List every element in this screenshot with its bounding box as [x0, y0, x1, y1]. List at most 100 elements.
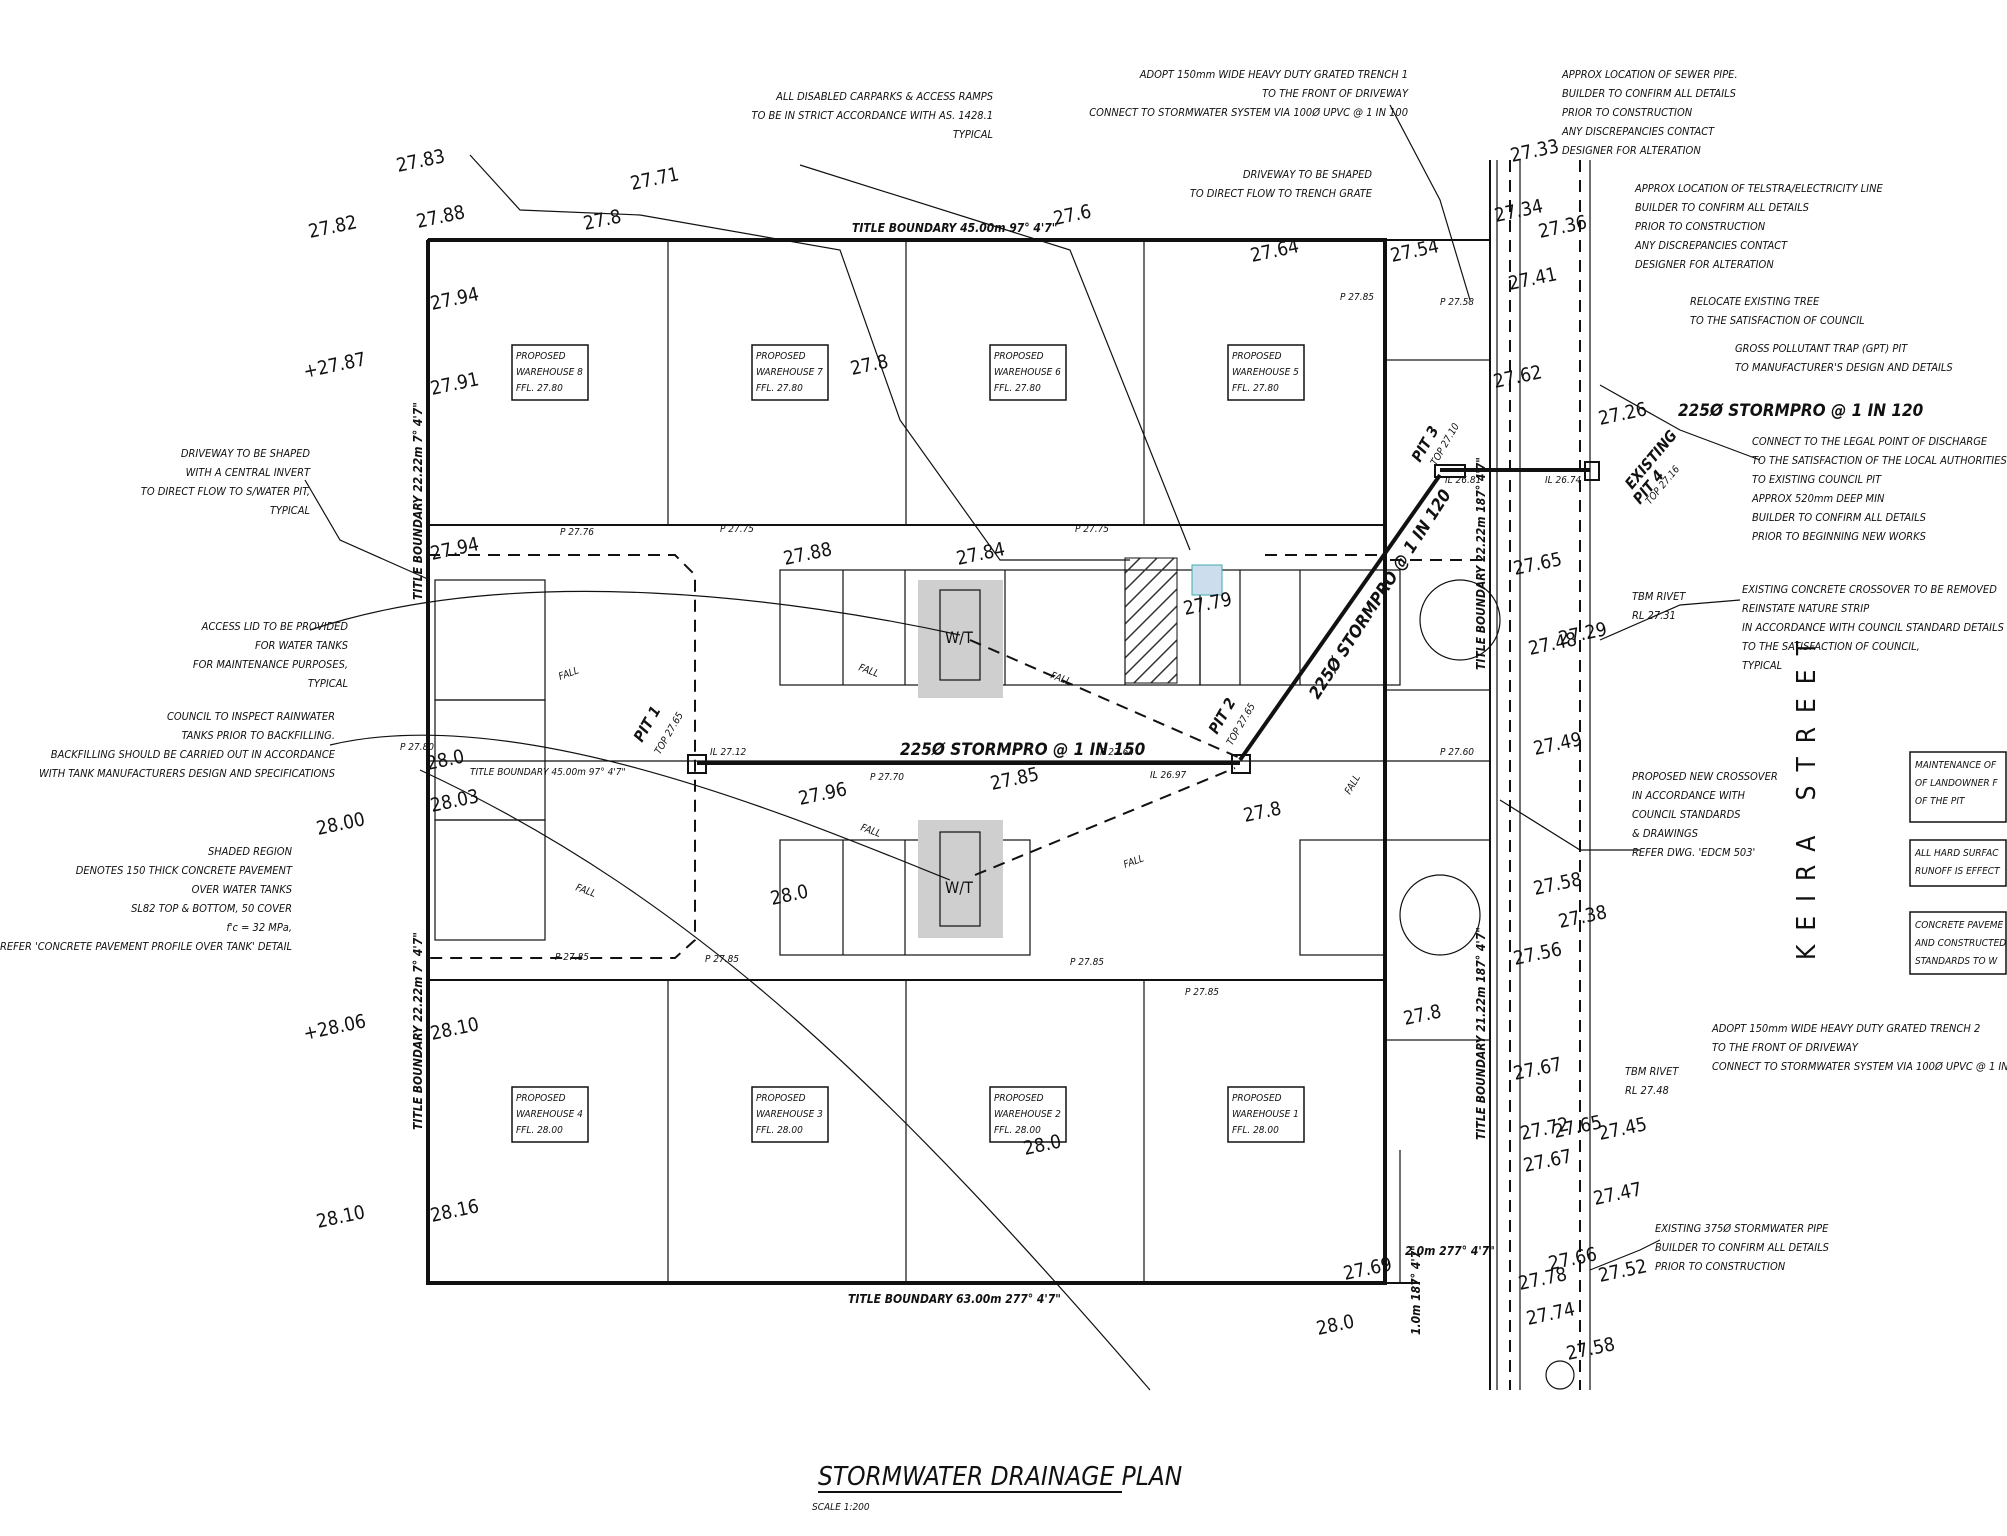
annotation-note: BACKFILLING SHOULD BE CARRIED OUT IN ACC… — [51, 748, 336, 761]
spot-level: 27.65 — [1511, 548, 1563, 580]
annotation-note: BUILDER TO CONFIRM ALL DETAILS — [1655, 1241, 1829, 1254]
invert-label: IL 26.81 — [1445, 475, 1481, 486]
notes-right: APPROX LOCATION OF SEWER PIPE.BUILDER TO… — [1561, 68, 2007, 1273]
spot-level: 27.8 — [581, 205, 623, 234]
spot-level: 27.8 — [1241, 797, 1283, 826]
warehouse-label-line: PROPOSED — [994, 1093, 1044, 1104]
warehouse-label-line: WAREHOUSE 6 — [994, 367, 1061, 378]
invert-label: IL 26.97 — [1150, 770, 1187, 781]
annotation-note: f'c = 32 MPa, — [226, 921, 292, 934]
note-box-line: CONCRETE PAVEME — [1915, 920, 2004, 931]
warehouse-label-box — [1227, 344, 1305, 401]
annotation-note: DENOTES 150 THICK CONCRETE PAVEMENT — [76, 864, 293, 877]
annotation-note: TYPICAL — [953, 128, 993, 141]
water-tank-label-upper: W/T — [945, 628, 973, 647]
note-box-line: RUNOFF IS EFFECT — [1915, 866, 2001, 877]
carpark-bays — [434, 557, 1401, 956]
note-box — [1909, 911, 2007, 975]
annotation-note: ADOPT 150mm WIDE HEAVY DUTY GRATED TRENC… — [1711, 1022, 1980, 1035]
annotation-note: WITH TANK MANUFACTURERS DESIGN AND SPECI… — [39, 767, 335, 780]
warehouse-label-line: WAREHOUSE 8 — [516, 367, 583, 378]
spot-level: 27.67 — [1511, 1053, 1563, 1085]
warehouse-label-line: PROPOSED — [994, 351, 1044, 362]
spot-level: 27.6 — [1051, 200, 1093, 229]
annotation-note: DRIVEWAY TO BE SHAPED — [1243, 168, 1372, 181]
spot-level: 27.8 — [1401, 1000, 1443, 1029]
warehouse-label-line: WAREHOUSE 4 — [516, 1109, 583, 1120]
pavement-level: P 27.85 — [1185, 987, 1219, 998]
annotation-note: OVER WATER TANKS — [192, 883, 292, 896]
boundary-right-upper-label: TITLE BOUNDARY 22.22m 187° 4'7" — [1474, 457, 1488, 670]
plan-scale: SCALE 1:200 — [812, 1502, 870, 1513]
spot-level: 27.96 — [796, 778, 848, 810]
warehouse-label-box — [1227, 1086, 1305, 1143]
spot-level: 27.82 — [306, 211, 358, 243]
warehouse-label-line: FFL. 27.80 — [994, 383, 1041, 394]
fall-label: FALL — [1122, 853, 1145, 870]
plan-title: STORMWATER DRAINAGE PLAN — [818, 1462, 1182, 1492]
invert-labels: IL 27.12 IL 26.97 IL 26.81 IL 26.74 P 27… — [400, 292, 1582, 998]
annotation-note: REINSTATE NATURE STRIP — [1742, 602, 1869, 615]
street-verge — [1384, 160, 1591, 1390]
warehouse-label-line: FFL. 28.00 — [756, 1125, 803, 1136]
warehouse-label-line: FFL. 28.00 — [994, 1125, 1041, 1136]
spot-levels: 27.83 27.71 27.82 27.88 27.8 27.6 27.64 … — [301, 135, 1648, 1365]
annotation-note: DRIVEWAY TO BE SHAPED — [181, 447, 310, 460]
spot-level: 28.0 — [768, 880, 810, 909]
spot-level: 27.56 — [1511, 938, 1563, 970]
annotation-note: GROSS POLLUTANT TRAP (GPT) PIT — [1735, 342, 1908, 355]
note-box-line: MAINTENANCE OF — [1915, 760, 1997, 771]
boundary-left-upper-label: TITLE BOUNDARY 22.22m 7° 4'7" — [411, 402, 425, 600]
fall-label: FALL — [574, 882, 597, 899]
note-box — [1909, 751, 2007, 823]
spot-level: 27.74 — [1524, 1298, 1576, 1330]
note-box-line: OF LANDOWNER F — [1915, 778, 1998, 789]
annotation-note: APPROX LOCATION OF TELSTRA/ELECTRICITY L… — [1634, 182, 1884, 195]
boundary-small-vertical-label: 1.0m 187° 4'7" — [1409, 1245, 1423, 1335]
warehouse-label-line: WAREHOUSE 7 — [756, 367, 823, 378]
pavement-level: P 27.70 — [870, 772, 904, 783]
pavement-level: P 27.64 — [1100, 747, 1134, 758]
spot-level: 27.52 — [1596, 1255, 1648, 1287]
water-tank-upper — [918, 580, 1003, 698]
warehouse-label-line: PROPOSED — [516, 351, 566, 362]
annotation-note: PRIOR TO BEGINNING NEW WORKS — [1752, 530, 1926, 543]
water-tank-label-lower: W/T — [945, 878, 973, 897]
water-tank-lower — [918, 820, 1003, 938]
fall-label: FALL — [857, 662, 880, 679]
annotation-note: DESIGNER FOR ALTERATION — [1562, 144, 1701, 157]
annotation-note: IN ACCORDANCE WITH — [1632, 789, 1746, 802]
spot-level: 27.29 — [1556, 618, 1608, 650]
annotation-note: COUNCIL TO INSPECT RAINWATER — [167, 710, 335, 723]
annotation-note: BUILDER TO CONFIRM ALL DETAILS — [1562, 87, 1736, 100]
spot-level: +28.06 — [301, 1010, 367, 1045]
warehouse-label-line: PROPOSED — [756, 351, 806, 362]
annotation-note: APPROX 520mm DEEP MIN — [1751, 492, 1885, 505]
boundary-right-lower-label: TITLE BOUNDARY 21.22m 187° 4'7" — [1474, 927, 1488, 1140]
spot-level: 27.67 — [1521, 1145, 1573, 1177]
warehouse-label-box — [989, 344, 1067, 401]
warehouse-label-box — [511, 1086, 589, 1143]
warehouse-label-box — [989, 1086, 1067, 1143]
annotation-note: TYPICAL — [1742, 659, 1782, 672]
spot-level: 27.71 — [628, 163, 680, 195]
annotation-note: BUILDER TO CONFIRM ALL DETAILS — [1752, 511, 1926, 524]
pavement-level: P 27.76 — [560, 527, 594, 538]
spot-level: 27.41 — [1506, 263, 1558, 295]
annotation-note: TO THE FRONT OF DRIVEWAY — [1712, 1041, 1859, 1054]
annotation-note: BUILDER TO CONFIRM ALL DETAILS — [1635, 201, 1809, 214]
annotation-note: CONNECT TO THE LEGAL POINT OF DISCHARGE — [1752, 435, 1988, 448]
annotation-note: ACCESS LID TO BE PROVIDED — [201, 620, 349, 633]
pavement-level: P 27.85 — [1070, 957, 1104, 968]
annotation-note: PROPOSED NEW CROSSOVER — [1632, 770, 1778, 783]
pipe-diagonal-label: 225Ø STORMPRO @ 1 IN 120 — [1305, 486, 1456, 703]
annotation-note: ANY DISCREPANCIES CONTACT — [1561, 125, 1715, 138]
spot-level: 27.58 — [1564, 1333, 1616, 1365]
spot-level: 27.33 — [1508, 135, 1560, 167]
annotation-note: TO BE IN STRICT ACCORDANCE WITH AS. 1428… — [752, 109, 993, 122]
annotation-note: RL 27.31 — [1632, 609, 1676, 622]
spot-level: 27.47 — [1591, 1178, 1643, 1210]
invert-label: IL 27.12 — [710, 747, 747, 758]
warehouse-label-box — [751, 1086, 829, 1143]
